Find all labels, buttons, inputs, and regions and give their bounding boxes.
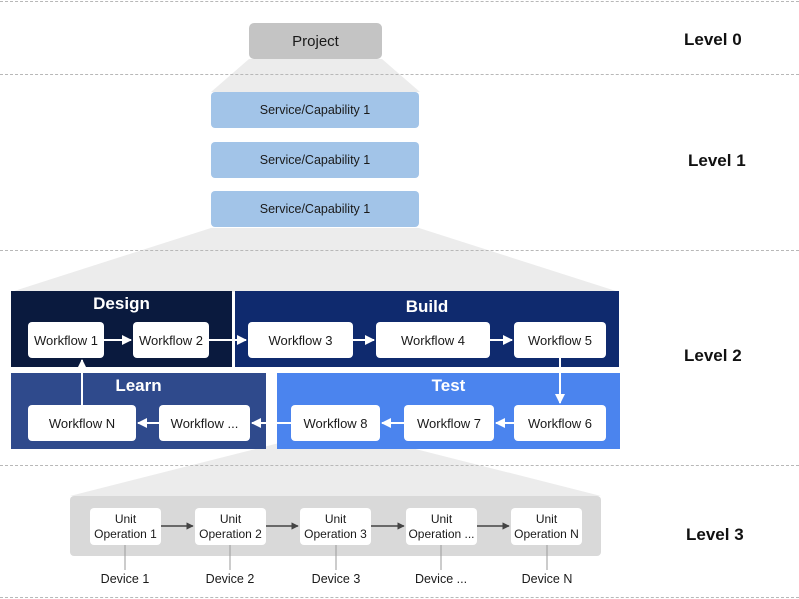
unit-operation-label: Operation N: [514, 526, 579, 541]
workflow-box: Workflow N: [28, 405, 136, 441]
unit-operation-box: Unit Operation 3: [300, 508, 371, 545]
unit-operation-box: Unit Operation N: [511, 508, 582, 545]
unit-operation-label: Unit: [114, 511, 137, 526]
test-stage-title: Test: [431, 376, 466, 395]
service-capability-box: Service/Capability 1: [211, 92, 419, 128]
level-divider: [0, 1, 799, 2]
unit-operation-label: Operation 1: [94, 526, 157, 541]
device-label: Device 1: [100, 572, 150, 586]
funnel-project-to-services: [211, 59, 420, 92]
workflow-box: Workflow 7: [404, 405, 494, 441]
level-1-label: Level 1: [688, 151, 746, 170]
unit-operation-box: Unit Operation 1: [90, 508, 161, 545]
project-box: Project: [249, 23, 382, 59]
unit-operation-label: Unit: [324, 511, 347, 526]
workflow-box: Workflow 1: [28, 322, 104, 358]
learn-stage-title: Learn: [115, 376, 162, 395]
workflow-box: Workflow 2: [133, 322, 209, 358]
unit-operation-label: Unit: [219, 511, 242, 526]
workflow-box: Workflow 5: [514, 322, 606, 358]
level-divider: [0, 597, 799, 598]
level-0-label: Level 0: [684, 30, 742, 49]
level-divider: [0, 74, 799, 75]
device-label: Device 3: [311, 572, 361, 586]
build-stage-title: Build: [405, 297, 449, 316]
funnel-services-to-stages: [11, 228, 619, 292]
unit-operation-label: Unit: [535, 511, 558, 526]
device-label: Device N: [521, 572, 573, 586]
unit-operation-label: Unit: [430, 511, 453, 526]
level-3-label: Level 3: [686, 525, 744, 544]
design-stage-title: Design: [93, 294, 150, 313]
device-label: Device ...: [414, 572, 468, 586]
workflow-box: Workflow 8: [291, 405, 380, 441]
workflow-box: Workflow ...: [159, 405, 250, 441]
workflow-box: Workflow 4: [376, 322, 490, 358]
level-divider: [0, 250, 799, 251]
service-capability-box: Service/Capability 1: [211, 142, 419, 178]
funnel-workflow-to-units: [70, 440, 601, 496]
level-2-label: Level 2: [684, 346, 742, 365]
service-capability-box: Service/Capability 1: [211, 191, 419, 227]
unit-operation-label: Operation 2: [199, 526, 262, 541]
level-divider: [0, 465, 799, 466]
unit-operation-label: Operation ...: [408, 526, 475, 541]
unit-operation-box: Unit Operation ...: [406, 508, 477, 545]
unit-operation-box: Unit Operation 2: [195, 508, 266, 545]
device-label: Device 2: [205, 572, 255, 586]
unit-operation-label: Operation 3: [304, 526, 367, 541]
workflow-box: Workflow 6: [514, 405, 606, 441]
workflow-box: Workflow 3: [248, 322, 353, 358]
